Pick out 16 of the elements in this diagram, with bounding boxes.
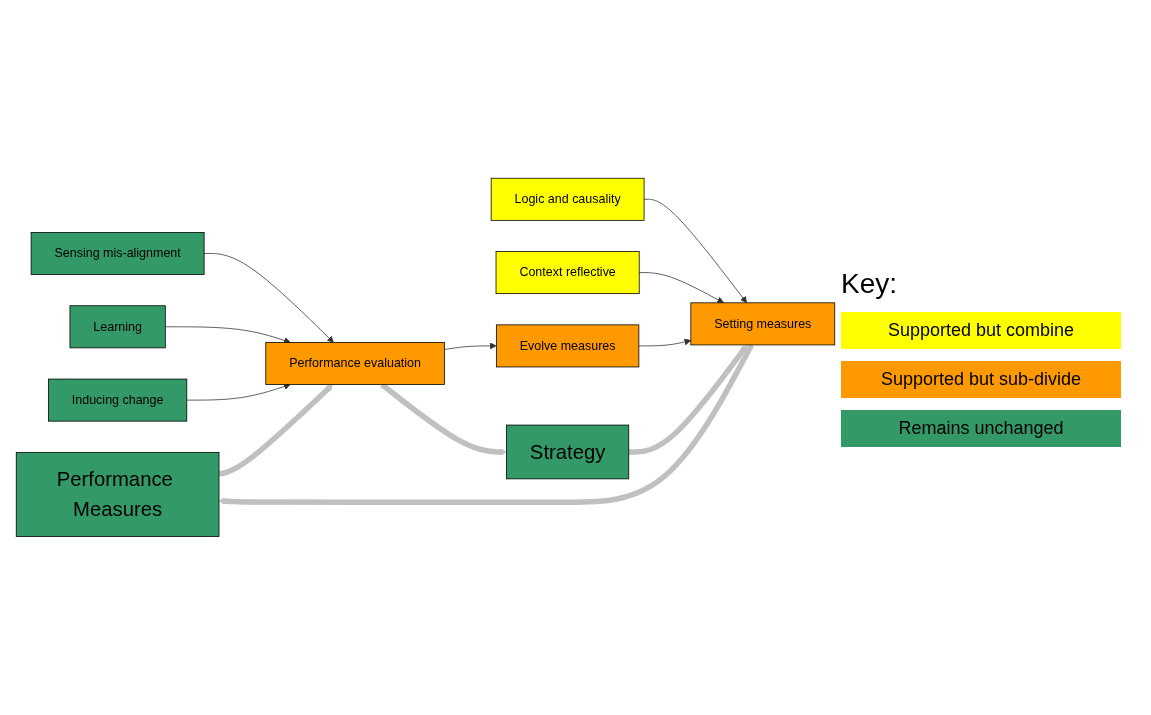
node-box: Context reflective	[495, 251, 640, 295]
node-box: Strategy	[506, 424, 630, 480]
legend-swatch: Supported but sub-divide	[841, 361, 1121, 398]
node-box: Performance Measures	[15, 452, 220, 538]
legend-swatch: Supported but combine	[841, 312, 1121, 349]
node-box: Setting measures	[690, 302, 836, 346]
node-box: Performance evaluation	[265, 342, 445, 385]
node-box: Sensing mis-alignment	[30, 232, 205, 276]
node-box: Inducing change	[48, 378, 188, 422]
node-box: Learning	[69, 305, 166, 349]
key-label: Key:	[841, 268, 899, 300]
arrow	[218, 384, 333, 477]
node-box: Logic and causality	[490, 177, 645, 221]
node-box: Evolve measures	[496, 324, 640, 368]
arrow	[628, 344, 748, 455]
legend-swatch: Remains unchanged	[841, 410, 1121, 447]
